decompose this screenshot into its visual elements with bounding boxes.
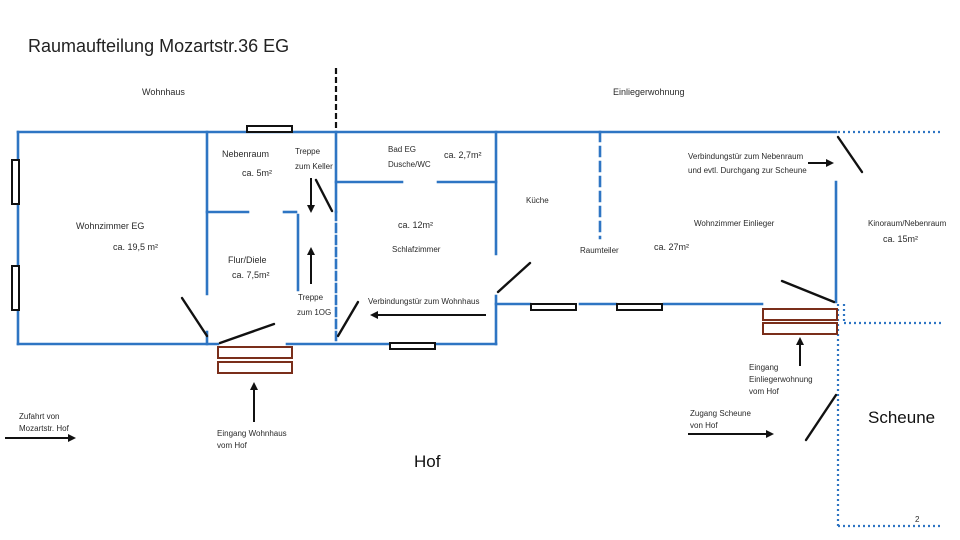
room-area-bad: ca. 2,7m² bbox=[444, 150, 482, 160]
room-label-bad-1: Bad EG bbox=[388, 145, 417, 154]
door-verbindung-wohnhaus bbox=[336, 300, 360, 338]
annotation-verbindung-wohnhaus: Verbindungstür zum Wohnhaus bbox=[368, 297, 480, 306]
room-area-wohnzimmer-eg: ca. 19,5 m² bbox=[113, 242, 159, 252]
door-scheune bbox=[804, 393, 838, 442]
room-label-wohnzimmer-einlieger: Wohnzimmer Einlieger bbox=[694, 219, 775, 228]
step-einlieger-2 bbox=[762, 322, 838, 335]
annotation-eingang-wohnhaus-2: vom Hof bbox=[217, 441, 247, 450]
window-einlieger-2 bbox=[616, 303, 663, 311]
annotation-zufahrt-2: Mozartstr. Hof bbox=[19, 424, 69, 433]
annotation-zugang-scheune-2: von Hof bbox=[690, 421, 718, 430]
room-area-flur: ca. 7,5m² bbox=[232, 270, 270, 280]
door-eingang-einlieger bbox=[780, 279, 836, 304]
section-label-hof: Hof bbox=[414, 452, 441, 471]
section-label-einlieger: Einliegerwohnung bbox=[613, 87, 685, 97]
step-einlieger-1 bbox=[762, 308, 838, 321]
room-area-kinoraum: ca. 15m² bbox=[883, 234, 919, 244]
door-kinoraum bbox=[836, 135, 864, 174]
page-title: Raumaufteilung Mozartstr.36 EG bbox=[28, 36, 290, 56]
annotation-eingang-wohnhaus-1: Eingang Wohnhaus bbox=[217, 429, 287, 438]
annotation-verbindung-nebenraum-2: und evtl. Durchgang zur Scheune bbox=[688, 166, 807, 175]
section-label-scheune: Scheune bbox=[868, 408, 936, 427]
room-area-wohnzimmer-einlieger: ca. 27m² bbox=[654, 242, 690, 252]
room-label-nebenraum: Nebenraum bbox=[222, 149, 270, 159]
window-einlieger-1 bbox=[530, 303, 577, 311]
label-treppe-keller-1: Treppe bbox=[295, 147, 321, 156]
label-raumteiler: Raumteiler bbox=[580, 246, 619, 255]
step-wohnhaus-2 bbox=[217, 361, 293, 374]
step-wohnhaus-1 bbox=[217, 346, 293, 359]
door-kueche bbox=[496, 261, 532, 294]
label-treppe-keller-2: zum Keller bbox=[295, 162, 333, 171]
room-area-schlafzimmer: ca. 12m² bbox=[398, 220, 434, 230]
annotation-zufahrt-1: Zufahrt von bbox=[19, 412, 60, 421]
window-schlafzimmer bbox=[389, 342, 436, 350]
annotation-zugang-scheune-1: Zugang Scheune bbox=[690, 409, 751, 418]
room-label-kinoraum: Kinoraum/Nebenraum bbox=[868, 219, 947, 228]
annotation-eingang-einlieger-3: vom Hof bbox=[749, 387, 779, 396]
room-label-wohnzimmer-eg: Wohnzimmer EG bbox=[76, 221, 145, 231]
page-number: 2 bbox=[915, 515, 920, 524]
annotation-eingang-einlieger-2: Einliegerwohnung bbox=[749, 375, 813, 384]
room-label-kueche: Küche bbox=[526, 196, 549, 205]
label-treppe-og-2: zum 1OG bbox=[297, 308, 332, 317]
annotation-eingang-einlieger-1: Eingang bbox=[749, 363, 779, 372]
door-eingang-wohnhaus bbox=[218, 322, 276, 345]
window-left-1 bbox=[11, 159, 20, 205]
room-area-nebenraum: ca. 5m² bbox=[242, 168, 273, 178]
room-label-schlafzimmer: Schlafzimmer bbox=[392, 245, 441, 254]
window-top-nebenraum bbox=[246, 125, 293, 133]
room-label-bad-2: Dusche/WC bbox=[388, 160, 431, 169]
annotation-verbindung-nebenraum-1: Verbindungstür zum Nebenraum bbox=[688, 152, 804, 161]
window-left-2 bbox=[11, 265, 20, 311]
door-wohnzimmer bbox=[180, 296, 209, 338]
room-label-flur: Flur/Diele bbox=[228, 255, 267, 265]
door-keller bbox=[314, 178, 334, 213]
label-treppe-og-1: Treppe bbox=[298, 293, 324, 302]
section-label-wohnhaus: Wohnhaus bbox=[142, 87, 185, 97]
